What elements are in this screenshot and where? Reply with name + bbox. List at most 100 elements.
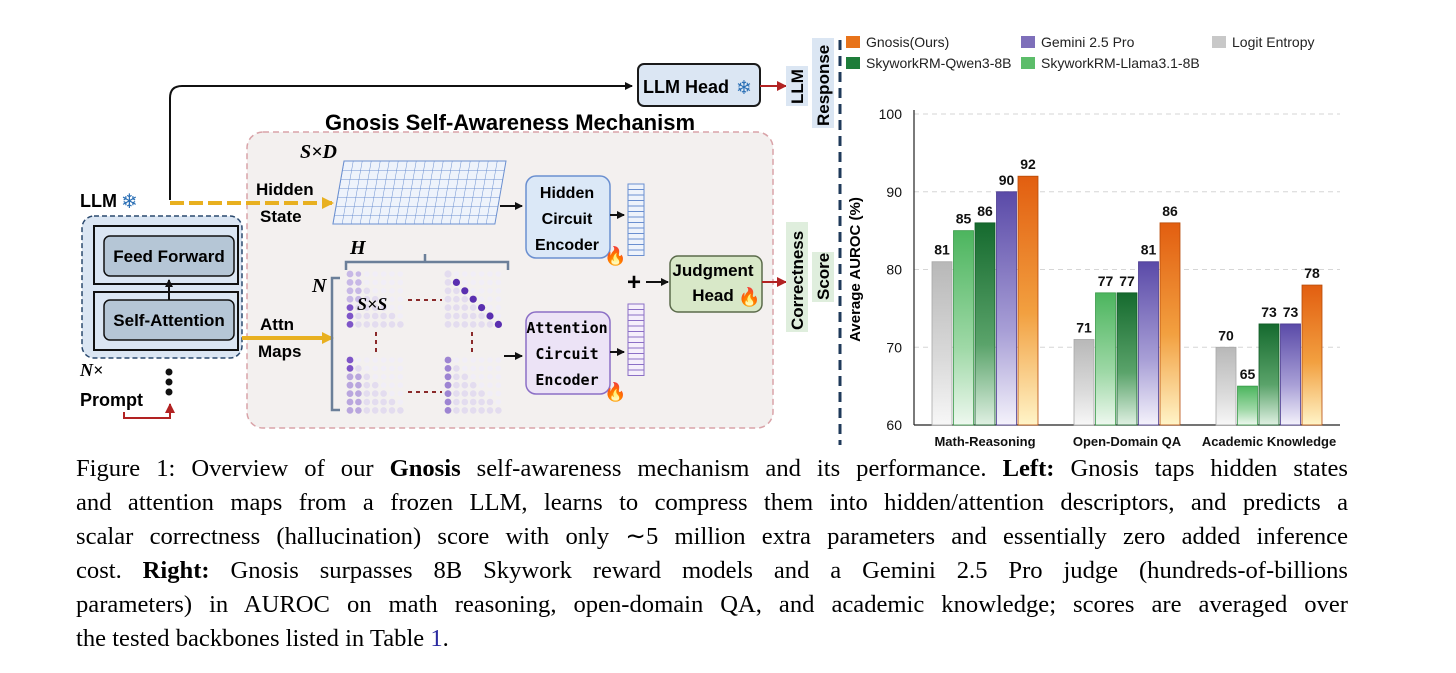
caption-line-6: the tested backbones listed in Table 1. bbox=[76, 625, 449, 652]
attention-cell bbox=[462, 365, 468, 372]
bar-value-label: 65 bbox=[1240, 366, 1256, 382]
vector-cell bbox=[627, 309, 645, 316]
label-line: Encoder bbox=[535, 371, 598, 389]
attention-cell bbox=[487, 279, 493, 286]
attention-cell bbox=[478, 407, 485, 414]
attention-cell bbox=[346, 321, 354, 328]
legend-item: Logit Entropy bbox=[1212, 34, 1315, 50]
attention-cell bbox=[461, 390, 469, 397]
attention-cell bbox=[461, 398, 469, 406]
vector-cell bbox=[627, 211, 645, 218]
bar-value-label: 73 bbox=[1283, 304, 1299, 320]
n-bracket bbox=[330, 276, 340, 412]
caption-bold-right: Right: bbox=[142, 557, 210, 584]
label-line: Circuit bbox=[535, 345, 598, 363]
attention-cell bbox=[355, 304, 362, 311]
hidden-state-label-2: State bbox=[260, 207, 302, 226]
attention-map bbox=[444, 270, 502, 328]
attention-cell bbox=[487, 288, 493, 294]
attention-cell bbox=[487, 296, 493, 303]
caption-bold-left: Left: bbox=[1002, 455, 1055, 482]
table-reference-link[interactable]: 1 bbox=[430, 625, 443, 652]
vector-cell bbox=[627, 244, 645, 251]
attention-cell bbox=[346, 356, 354, 364]
attention-cell bbox=[478, 390, 485, 397]
legend-swatch bbox=[1212, 36, 1226, 48]
attention-cell bbox=[389, 304, 395, 311]
attention-cell bbox=[364, 357, 370, 363]
vector-cell bbox=[627, 216, 645, 223]
attention-cell bbox=[453, 304, 460, 311]
attention-cell bbox=[453, 287, 460, 295]
snowflake-icon: ❄ bbox=[736, 78, 752, 99]
attention-cell bbox=[487, 390, 493, 397]
attention-cell bbox=[380, 382, 387, 389]
legend-item: SkyworkRM-Llama3.1-8B bbox=[1021, 55, 1200, 71]
vector-cell bbox=[627, 325, 645, 332]
bar-gemini-2-5-pro bbox=[996, 191, 1017, 426]
sxd-label: S×D bbox=[300, 141, 337, 163]
attention-cell bbox=[363, 373, 371, 381]
label-line: Circuit bbox=[542, 211, 593, 228]
llm-backbone-label: LLM bbox=[80, 191, 117, 211]
attention-cell bbox=[444, 381, 452, 389]
attention-cell bbox=[397, 374, 404, 380]
fire-icon: 🔥 bbox=[738, 286, 760, 307]
attention-cell bbox=[372, 271, 379, 277]
attention-cell bbox=[478, 288, 485, 294]
attention-cell bbox=[444, 279, 452, 286]
ellipsis-dots bbox=[165, 368, 173, 396]
attention-cell bbox=[397, 279, 404, 286]
attention-cell bbox=[397, 382, 404, 389]
bar-value-label: 90 bbox=[999, 172, 1015, 188]
attention-cell bbox=[494, 320, 502, 328]
n-label: N bbox=[311, 275, 328, 297]
attention-cell bbox=[363, 287, 371, 295]
attention-cell bbox=[346, 407, 354, 414]
bar-logit-entropy bbox=[931, 261, 953, 426]
attention-cell bbox=[371, 407, 379, 414]
legend-item: Gnosis(Ours) bbox=[846, 34, 949, 50]
attention-cell bbox=[363, 295, 371, 303]
attention-cell bbox=[453, 312, 460, 320]
vector-cell bbox=[627, 200, 645, 207]
attention-cell bbox=[355, 390, 362, 397]
llm-head-block: LLM Head ❄ bbox=[637, 63, 761, 107]
legend-item: Gemini 2.5 Pro bbox=[1021, 34, 1135, 50]
legend-swatch bbox=[1021, 36, 1035, 48]
correctness-score-label-group: Correctness Score bbox=[786, 222, 834, 332]
feed-forward-block: Feed Forward bbox=[103, 235, 235, 277]
vector-cell bbox=[627, 331, 645, 338]
caption-line-2: and attention maps from a frozen LLM, le… bbox=[76, 489, 1348, 516]
attention-cell bbox=[389, 390, 395, 397]
y-tick-label: 80 bbox=[886, 262, 902, 278]
bar-value-label: 81 bbox=[1141, 242, 1157, 258]
caption-line-4: cost. Right: Gnosis surpasses 8B Skywork… bbox=[76, 557, 1348, 584]
attention-cell bbox=[380, 271, 387, 277]
attention-cell bbox=[444, 312, 452, 320]
attention-cell bbox=[363, 381, 371, 389]
attention-cell bbox=[478, 296, 485, 303]
snowflake-icon: ❄ bbox=[121, 191, 138, 213]
attention-cell bbox=[444, 373, 452, 381]
attention-cell bbox=[495, 296, 502, 303]
legend-label: Logit Entropy bbox=[1232, 34, 1315, 50]
attention-cell bbox=[453, 357, 460, 363]
attention-cell bbox=[397, 321, 404, 328]
vector-cell bbox=[627, 189, 645, 196]
x-tick-label: Open-Domain QA bbox=[1073, 434, 1182, 449]
attention-cell bbox=[346, 365, 354, 372]
attention-cell bbox=[470, 357, 477, 363]
attention-cell bbox=[397, 357, 404, 363]
attention-cell bbox=[397, 407, 404, 414]
vector-cell bbox=[627, 233, 645, 240]
attention-cell bbox=[380, 312, 387, 320]
caption-line-5: parameters) in AUROC on math reasoning, … bbox=[76, 591, 1348, 618]
attention-cell bbox=[495, 304, 502, 311]
attention-cell bbox=[470, 279, 477, 286]
bar-logit-entropy bbox=[1215, 346, 1237, 426]
llm-response-label-2: Response bbox=[814, 45, 833, 126]
